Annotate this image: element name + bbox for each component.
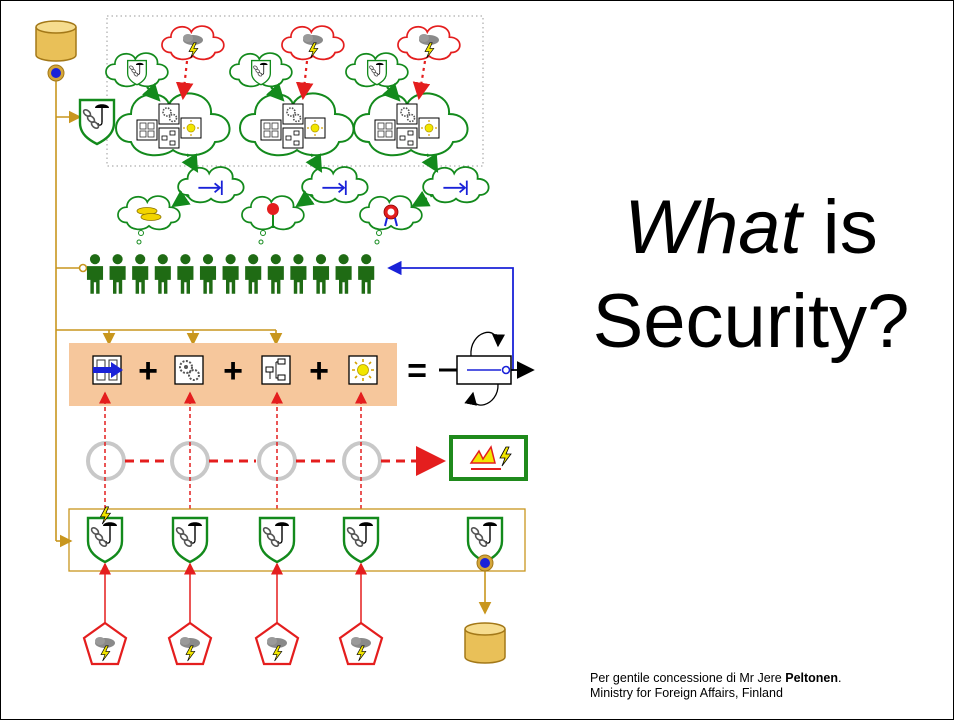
organization-icon xyxy=(261,355,291,385)
person-icon xyxy=(109,254,126,294)
main-trunk xyxy=(55,73,492,615)
shield-icon xyxy=(171,516,209,564)
person-icon xyxy=(335,254,352,294)
equation-panel xyxy=(69,343,397,406)
people-connector xyxy=(78,263,88,273)
title-is: is xyxy=(801,185,878,270)
scenario-3 xyxy=(345,25,489,231)
asset-cloud-icon xyxy=(116,93,230,155)
person-icon xyxy=(222,254,239,294)
vulnerability-chain xyxy=(86,441,446,481)
protection-cloud-icon xyxy=(229,52,293,88)
scenario-2 xyxy=(229,25,368,231)
threat-cloud-icon xyxy=(397,25,461,61)
sun-icon xyxy=(348,355,378,385)
target-cloud-icon xyxy=(423,167,488,202)
person-icon xyxy=(358,254,375,294)
title-security: Security? xyxy=(592,279,910,364)
asset-cloud-icon xyxy=(354,93,468,155)
credit-prefix: Per gentile concessione di Mr Jere xyxy=(590,671,786,685)
outcome-cloud-icon xyxy=(241,195,305,231)
threat-arrows xyxy=(99,562,367,623)
database-port-icon xyxy=(47,64,65,82)
person-icon xyxy=(154,254,171,294)
people-row xyxy=(86,254,375,294)
plus-sign: + xyxy=(309,352,329,390)
credit-suffix: . xyxy=(838,671,842,685)
protection-cloud-icon xyxy=(345,52,409,88)
equals-sign: = xyxy=(407,352,427,390)
asset-cloud-icon xyxy=(240,93,354,155)
plus-sign: + xyxy=(223,352,243,390)
shield-icon xyxy=(78,98,116,146)
slide-title: What is Security? xyxy=(561,181,941,369)
shield-icon xyxy=(342,516,380,564)
person-icon xyxy=(245,254,262,294)
threat-cloud-icon xyxy=(161,25,225,61)
person-icon xyxy=(132,254,149,294)
protection-links xyxy=(99,391,367,509)
protection-panel xyxy=(68,508,526,572)
database-icon xyxy=(464,622,506,664)
plus-sign: + xyxy=(138,352,158,390)
alarm-icon xyxy=(449,435,528,481)
control-loop-icon xyxy=(439,331,535,406)
thought-bubbles xyxy=(136,230,382,245)
title-what: What xyxy=(624,185,802,270)
outcome-cloud-icon xyxy=(359,195,423,231)
person-icon xyxy=(177,254,194,294)
person-icon xyxy=(312,254,330,294)
credit-name: Peltonen xyxy=(785,671,839,685)
assets-icon xyxy=(92,355,123,385)
person-icon xyxy=(267,254,284,294)
threat-cloud-icon xyxy=(281,25,345,61)
threat-pentagon-icon xyxy=(169,623,211,664)
database-icon xyxy=(35,20,77,62)
threat-pentagon-icon xyxy=(256,623,298,664)
threat-pentagon-icon xyxy=(340,623,382,664)
protection-cloud-icon xyxy=(105,52,169,88)
scenario-frame xyxy=(106,15,484,167)
credit-line-2: Ministry for Foreign Affairs, Finland xyxy=(590,686,783,700)
scenario-1 xyxy=(105,25,244,231)
person-icon xyxy=(86,254,104,294)
database-port-icon xyxy=(476,554,494,572)
title-line-1: What is xyxy=(561,181,941,275)
shield-icon xyxy=(258,516,296,564)
person-icon xyxy=(290,254,307,294)
shield-icon xyxy=(86,506,124,564)
scenario-flow-arrows xyxy=(142,60,439,208)
gears-icon xyxy=(174,355,204,385)
outcome-cloud-icon xyxy=(117,195,181,231)
credit-note: Per gentile concessione di Mr Jere Pelto… xyxy=(590,671,950,701)
person-icon xyxy=(199,254,217,294)
threat-pentagon-icon xyxy=(84,623,126,664)
credit-line-1: Per gentile concessione di Mr Jere Pelto… xyxy=(590,671,950,686)
